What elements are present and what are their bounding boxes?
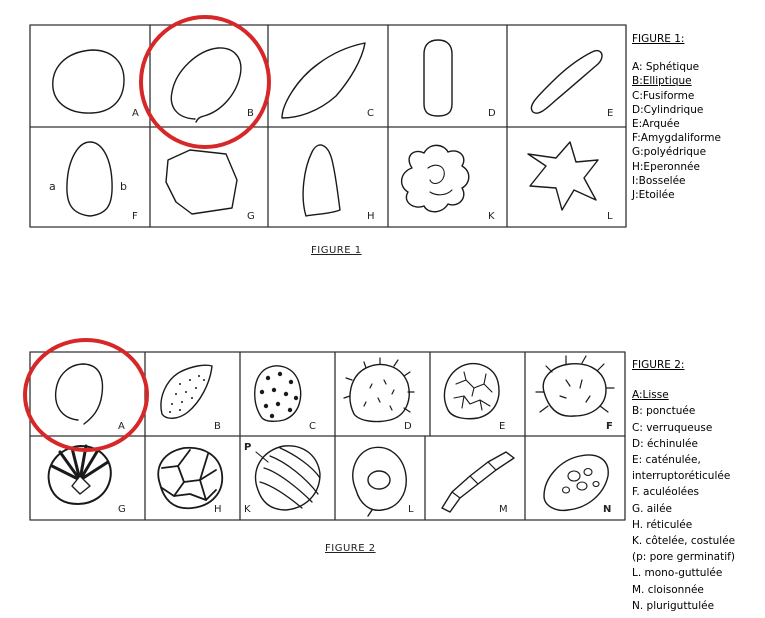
cell-letter: K [488,211,495,222]
spheroid-shape [53,50,124,113]
cylindrical-shape [424,40,452,116]
cell-letter: D [488,108,496,119]
cell-letter: M [499,504,508,515]
figure1-legend-title: FIGURE 1: [632,32,721,46]
polyhedral-shape [166,150,237,214]
legend-item: H. réticulée [632,517,735,533]
legend-item: B: ponctuée [632,403,735,419]
cell-letter: B [247,108,254,119]
figure1-caption: FIGURE 1 [311,245,362,256]
pluriguttulate-droplets [563,469,600,494]
cell-letter: K [244,504,251,515]
bosselated-shape [402,145,469,211]
legend-item: D:Cylindrique [632,103,721,117]
figure1-legend: FIGURE 1: A: Sphétique B:Elliptique C:Fu… [632,32,721,202]
cell-letter: A [118,421,125,432]
elliptic-shape [171,48,241,122]
legend-item: G:polyédrique [632,145,721,159]
cell-letter: C [309,421,316,432]
legend-item: C:Fusiforme [632,89,721,103]
legend-item: E: caténulée, [632,452,735,468]
legend-item: M. cloisonnée [632,582,735,598]
legend-item: F:Amygdaliforme [632,131,721,145]
smooth-grain-shape [56,364,103,424]
legend-item: L. mono-guttulée [632,565,735,581]
septate-walls [452,462,496,498]
fusiform-shape [282,43,365,118]
spurred-shape [303,145,340,216]
bosselated-inner-line [428,165,444,183]
cell-letter: F [132,211,138,222]
legend-item: D: échinulée [632,436,735,452]
cell-letter: D [404,421,412,432]
cell-letter: H [367,211,375,222]
legend-item-highlighted: A:Lisse [632,387,735,403]
legend-item-highlighted: B:Elliptique [632,74,721,88]
monoguttulate-tip [368,510,372,516]
cell-letter: C [367,108,374,119]
reticulate-mesh [162,450,216,500]
cell-letter: B [214,421,221,432]
figure2-legend-title: FIGURE 2: [632,357,735,373]
legend-item: N. pluriguttulée [632,598,735,614]
legend-item: G. ailée [632,501,735,517]
legend-item: A: Sphétique [632,60,721,74]
highlight-circle-smooth [25,340,147,450]
legend-item: K. côtelée, costulée [632,533,735,549]
side-label-a: a [49,180,56,193]
cell-letter: L [408,504,414,515]
septate-chain-shape [442,452,514,512]
echinulate-spines [344,358,414,412]
verrucose-warts [260,372,298,418]
side-label-b: b [120,180,127,193]
cell-letter: G [118,504,126,515]
arched-shape [531,51,602,114]
legend-item: E:Arquée [632,117,721,131]
pore-label: P [244,442,251,453]
echinulate-grain-shape [350,365,409,422]
cell-letter: F [606,421,613,432]
legend-item: J:Etoilée [632,188,721,202]
cell-letter: H [214,504,222,515]
legend-item: C: verruqueuse [632,420,735,436]
reticulate-grain-shape [158,448,222,509]
cell-letter: E [499,421,505,432]
monoguttulate-grain-shape [353,447,406,510]
bosselated-inner-line-2 [430,190,452,195]
cell-letter: L [607,211,613,222]
amygdaliform-shape [67,142,112,216]
legend-item: (p: pore germinatif) [632,549,735,565]
cell-letter: N [603,504,611,515]
cell-letter: A [132,108,139,119]
legend-item: I:Bosselée [632,174,721,188]
cell-letter: G [247,211,255,222]
aculeolate-grain-shape [543,364,606,416]
figure2-grid [30,352,625,520]
legend-item: F. aculéolées [632,484,735,500]
stellate-shape [528,142,598,210]
catenulate-network [454,372,492,410]
legend-item: H:Eperonnée [632,160,721,174]
monoguttulate-droplet [368,471,390,489]
legend-item: interruptoréticulée [632,468,735,484]
figure1-grid [30,25,626,227]
figure2-caption: FIGURE 2 [325,543,376,554]
cell-letter: E [607,108,613,119]
punctate-dots [169,375,205,413]
figure2-legend: FIGURE 2: A:Lisse B: ponctuée C: verruqu… [632,357,735,614]
